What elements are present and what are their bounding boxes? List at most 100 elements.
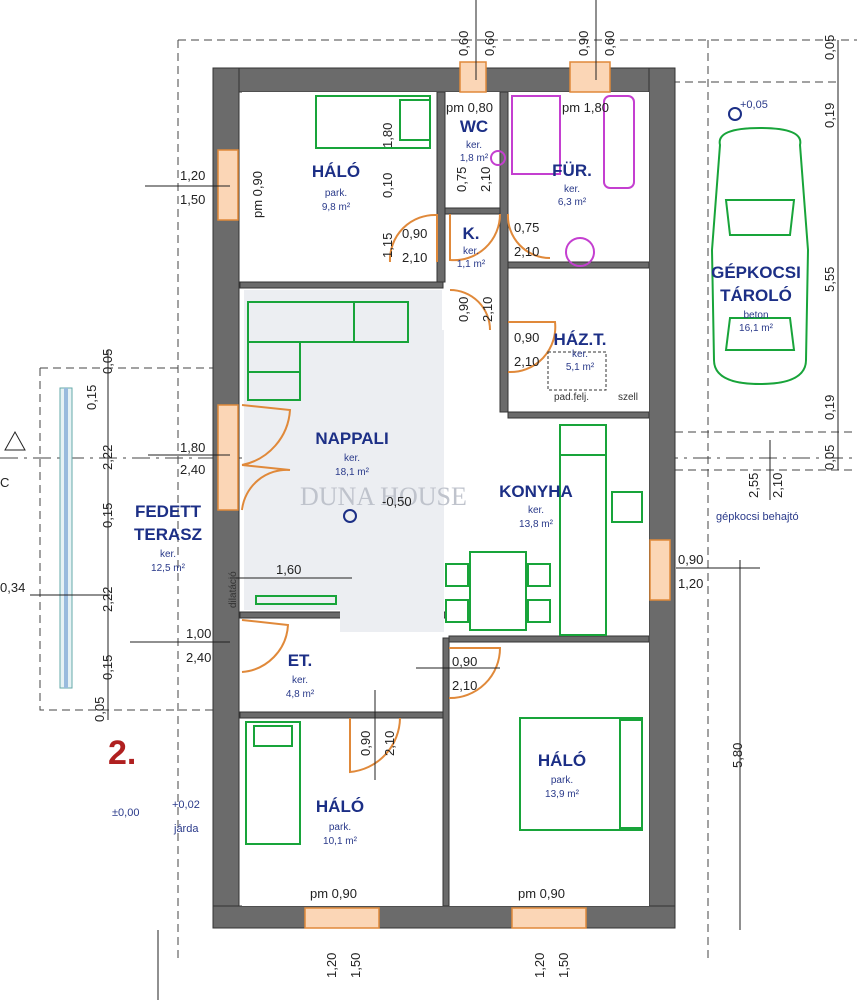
room-name: WC — [460, 117, 488, 136]
windows — [217, 61, 671, 929]
dilatacio-label: dilatáció — [228, 571, 239, 608]
room-area: 5,1 m² — [566, 362, 595, 373]
level-garage: +0,05 — [740, 99, 768, 111]
room-area: 18,1 m² — [335, 467, 370, 478]
room-area: 10,1 m² — [323, 836, 358, 847]
room-area: 6,3 m² — [558, 197, 587, 208]
svg-text:1,60: 1,60 — [276, 562, 301, 577]
svg-text:0,90: 0,90 — [514, 330, 539, 345]
room-name: K. — [463, 224, 480, 243]
svg-text:2,10: 2,10 — [452, 678, 477, 693]
svg-text:2,40: 2,40 — [186, 650, 211, 665]
svg-text:0,19: 0,19 — [822, 103, 837, 128]
room-et: ET. ker. 4,8 m² — [286, 651, 315, 700]
doors — [241, 213, 557, 774]
svg-text:1,20: 1,20 — [180, 168, 205, 183]
svg-text:0,05: 0,05 — [822, 445, 837, 470]
room-name-2: TERASZ — [134, 525, 202, 544]
svg-text:0,90: 0,90 — [456, 297, 471, 322]
car-icon — [710, 126, 810, 386]
svg-text:2,10: 2,10 — [402, 250, 427, 265]
room-halo1: HÁLÓ park. 9,8 m² — [312, 162, 360, 213]
room-name: FEDETT — [135, 502, 202, 521]
level-marker-icon — [343, 509, 357, 523]
room-wc: WC ker. 1,8 m² — [460, 117, 489, 164]
room-name: HÁZ.T. — [554, 330, 607, 349]
room-floor: ker. — [292, 675, 308, 686]
room-area: 4,8 m² — [286, 689, 315, 700]
room-name: KONYHA — [499, 482, 573, 501]
svg-text:1,50: 1,50 — [180, 192, 205, 207]
svg-text:0,90: 0,90 — [678, 552, 703, 567]
svg-text:0,60: 0,60 — [482, 31, 497, 56]
room-area: 1,8 m² — [460, 153, 489, 164]
svg-text:0,60: 0,60 — [456, 31, 471, 56]
svg-text:1,20: 1,20 — [324, 953, 339, 978]
dimension-lines — [30, 0, 839, 1000]
svg-text:0,75: 0,75 — [454, 167, 469, 192]
svg-text:0,15: 0,15 — [100, 655, 115, 680]
room-name-2: TÁROLÓ — [720, 286, 792, 305]
svg-text:2,10: 2,10 — [770, 473, 785, 498]
szell-label: szell — [618, 392, 638, 403]
svg-text:0,75: 0,75 — [514, 220, 539, 235]
svg-text:0,90: 0,90 — [358, 731, 373, 756]
room-area: 16,1 m² — [739, 323, 774, 334]
pad-felj-label: pad.felj. — [554, 392, 589, 403]
svg-text:2,40: 2,40 — [180, 462, 205, 477]
svg-text:1,20: 1,20 — [678, 576, 703, 591]
watermark: DUNA HOUSE — [300, 482, 467, 511]
room-area: 9,8 m² — [322, 202, 351, 213]
room-floor: ker. — [528, 505, 544, 516]
level-sidewalk: +0,02 — [172, 799, 200, 811]
svg-text:0,90: 0,90 — [576, 31, 591, 56]
room-hazt: HÁZ.T. ker. 5,1 m² — [554, 330, 607, 373]
room-area: 12,5 m² — [151, 563, 186, 574]
svg-text:1,50: 1,50 — [348, 953, 363, 978]
room-name: NAPPALI — [315, 429, 388, 448]
pm-halo1: pm 0,90 — [250, 171, 265, 218]
lot-number: 2. — [108, 734, 136, 772]
section-arrow-icon — [4, 430, 26, 451]
svg-text:1,50: 1,50 — [556, 953, 571, 978]
svg-text:2,10: 2,10 — [480, 297, 495, 322]
room-k: K. ker. 1,1 m² — [457, 224, 486, 270]
svg-text:0,05: 0,05 — [822, 35, 837, 60]
living-floor-zone-2 — [340, 330, 444, 632]
furniture — [245, 95, 643, 845]
svg-text:5,80: 5,80 — [730, 743, 745, 768]
room-name: HÁLÓ — [538, 751, 586, 770]
room-terasz: FEDETT TERASZ ker. 12,5 m² — [134, 502, 202, 574]
room-floor: beton — [743, 310, 768, 321]
room-floor: park. — [325, 188, 347, 199]
room-floor: ker. — [463, 246, 479, 257]
room-area: 13,9 m² — [545, 789, 580, 800]
dimension-texts: 0,60 0,60 0,90 0,60 0,05 1,20 1,50 1,80 … — [0, 31, 837, 978]
room-halo3: HÁLÓ park. 13,9 m² — [538, 751, 586, 800]
svg-text:2,10: 2,10 — [514, 354, 539, 369]
room-name: ET. — [288, 651, 313, 670]
svg-text:0,34: 0,34 — [0, 580, 25, 595]
svg-text:0,90: 0,90 — [402, 226, 427, 241]
svg-text:1,15: 1,15 — [380, 233, 395, 258]
svg-text:0,90: 0,90 — [452, 654, 477, 669]
room-garage: GÉPKOCSI TÁROLÓ beton 16,1 m² — [711, 263, 801, 334]
pm-wc: pm 0,80 — [446, 100, 493, 115]
room-konyha: KONYHA ker. 13,8 m² — [499, 482, 573, 530]
level-center: -0,50 — [382, 494, 412, 509]
driveway-label: gépkocsi behajtó — [716, 511, 799, 523]
pm-bottom-left: pm 0,90 — [310, 886, 357, 901]
level-marker-icon — [728, 107, 742, 121]
pm-bottom-right: pm 0,90 — [518, 886, 565, 901]
room-floor: ker. — [466, 140, 482, 151]
room-floor: ker. — [160, 549, 176, 560]
svg-text:0,60: 0,60 — [602, 31, 617, 56]
sidewalk-label: járda — [173, 823, 199, 835]
svg-text:1,80: 1,80 — [380, 123, 395, 148]
svg-text:1,20: 1,20 — [532, 953, 547, 978]
room-name: HÁLÓ — [312, 162, 360, 181]
room-name: FÜR. — [552, 161, 592, 180]
svg-text:2,55: 2,55 — [746, 473, 761, 498]
room-name: HÁLÓ — [316, 797, 364, 816]
